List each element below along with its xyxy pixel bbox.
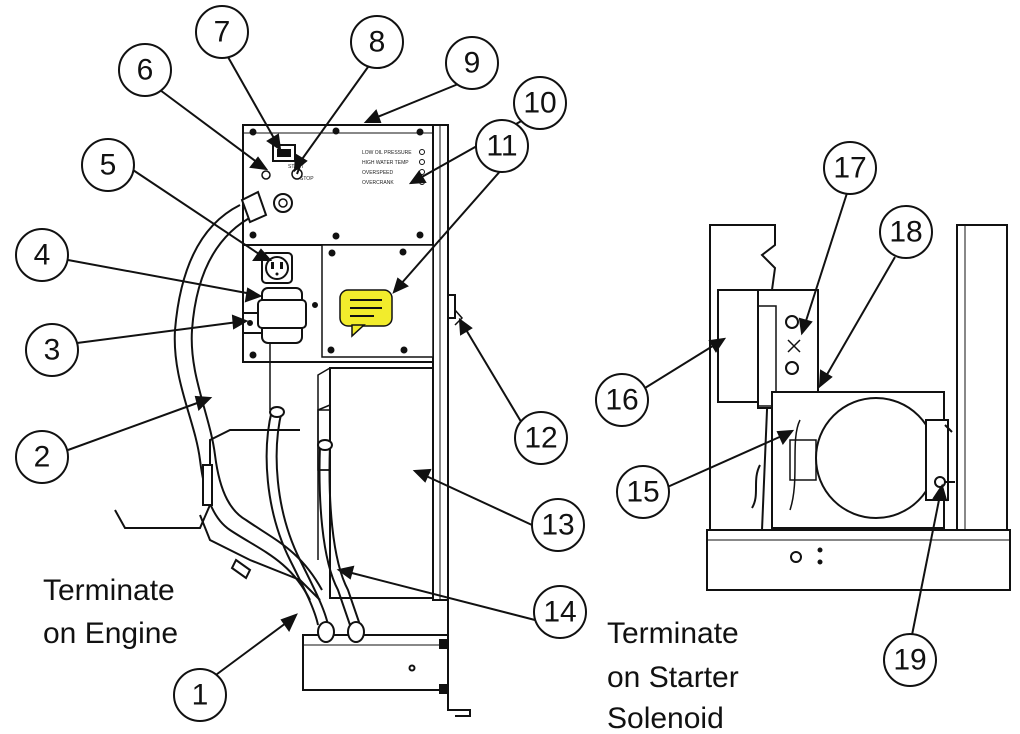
lamp-label-1: LOW OIL PRESSURE [362, 150, 412, 156]
switch-label-stop: STOP [300, 176, 314, 182]
starter-label-line-1: Terminate [607, 617, 739, 650]
callout-2: 2 [15, 430, 69, 484]
callout-13: 13 [531, 498, 585, 552]
generator-side-view [706, 224, 1011, 591]
svg-text:17: 17 [833, 152, 866, 185]
svg-text:19: 19 [893, 644, 926, 677]
callout-5: 5 [81, 138, 135, 192]
callout-17: 17 [823, 141, 877, 195]
svg-text:18: 18 [889, 216, 922, 249]
svg-text:8: 8 [369, 26, 386, 59]
engine-termination-label: Terminate on Engine [43, 574, 178, 650]
lamp-label-4: OVERCRANK [362, 180, 394, 186]
svg-text:2: 2 [34, 441, 51, 474]
svg-text:4: 4 [34, 239, 51, 272]
speech-bubble-icon [339, 289, 393, 338]
wire-harness [114, 190, 365, 643]
engine-label-line-2: on Engine [43, 617, 178, 650]
svg-text:6: 6 [137, 54, 154, 87]
battery-charger [242, 287, 307, 410]
svg-text:11: 11 [486, 130, 517, 163]
svg-text:15: 15 [626, 476, 659, 509]
svg-text:3: 3 [44, 334, 61, 367]
svg-text:10: 10 [523, 87, 556, 120]
callout-1: 1 [173, 668, 227, 722]
engine-label-line-1: Terminate [43, 574, 175, 607]
svg-text:13: 13 [541, 509, 574, 542]
callout-3: 3 [25, 323, 79, 377]
svg-text:1: 1 [192, 679, 209, 712]
callout-11: 11 [475, 119, 529, 173]
callout-7: 7 [195, 5, 249, 59]
callout-10: 10 [513, 76, 567, 130]
svg-text:12: 12 [524, 422, 557, 455]
callout-18: 18 [879, 205, 933, 259]
callout-12: 12 [514, 411, 568, 465]
starter-label-line-2: on Starter [607, 661, 739, 694]
ac-outlet [261, 252, 293, 284]
callout-6: 6 [118, 43, 172, 97]
lamp-label-2: HIGH WATER TEMP [362, 160, 409, 166]
callout-14: 14 [533, 585, 587, 639]
svg-text:7: 7 [214, 16, 231, 49]
lamp-label-3: OVERSPEED [362, 170, 394, 176]
callout-15: 15 [616, 465, 670, 519]
callouts: 1 2 3 4 5 6 7 8 9 10 11 12 13 14 15 16 1… [15, 5, 937, 722]
starter-termination-label: Terminate on Starter Solenoid [607, 617, 739, 734]
svg-text:5: 5 [100, 149, 117, 182]
callout-8: 8 [350, 15, 404, 69]
starter-label-line-3: Solenoid [607, 702, 724, 734]
callout-9: 9 [445, 36, 499, 90]
svg-text:16: 16 [605, 384, 638, 417]
svg-text:9: 9 [464, 47, 481, 80]
callout-4: 4 [15, 228, 69, 282]
callout-16: 16 [595, 373, 649, 427]
callout-19: 19 [883, 633, 937, 687]
svg-text:14: 14 [543, 596, 576, 629]
